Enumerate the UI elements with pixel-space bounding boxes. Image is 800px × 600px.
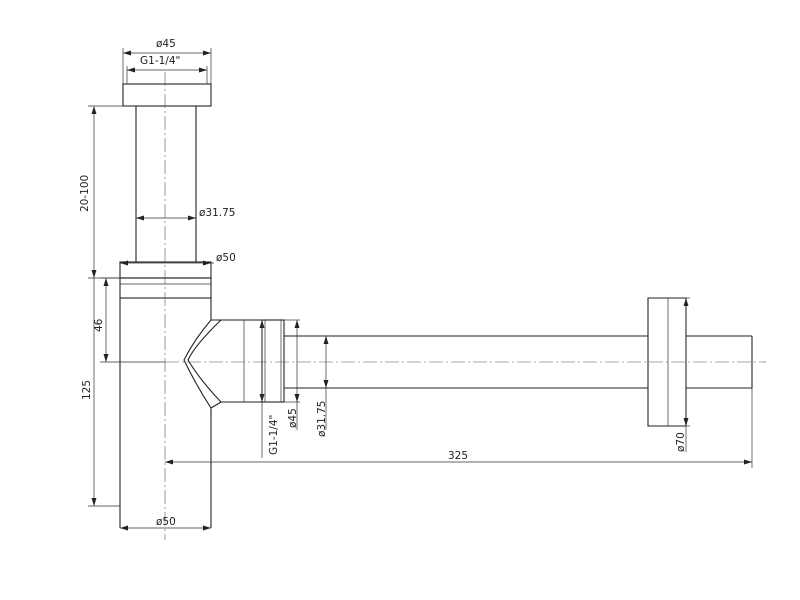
dimension-lines <box>88 48 753 531</box>
outlet-nut <box>261 319 285 403</box>
outlet-thread-label: G1-1/4" <box>268 415 280 455</box>
tube-diameter-label: ø31.75 <box>199 207 235 219</box>
bottle-trap-body <box>119 298 212 528</box>
vertical-tail-tube <box>135 106 197 262</box>
outlet-tube-diameter-label: ø31.75 <box>316 401 328 437</box>
dimension-labels: ø45 G1-1/4" 20-100 ø31.75 ø50 46 125 ø50… <box>79 38 687 528</box>
upper-height-label: 46 <box>93 318 105 332</box>
lower-height-label: 125 <box>81 380 93 400</box>
horizontal-outlet-tube <box>284 335 648 389</box>
body-bottom-diameter-label: ø50 <box>156 516 176 528</box>
top-cap <box>122 83 212 107</box>
outlet-elbow <box>183 319 262 409</box>
flange-diameter-label: ø70 <box>675 432 687 452</box>
adjustable-height-label: 20-100 <box>79 175 91 212</box>
center-lines <box>164 72 766 540</box>
outlet-diameter-label: ø45 <box>287 408 299 428</box>
body-top-nut <box>119 261 212 299</box>
body-top-diameter-label: ø50 <box>216 252 236 264</box>
top-thread-label: G1-1/4" <box>140 55 180 67</box>
top-cap-diameter-label: ø45 <box>156 38 176 50</box>
outlet-length-label: 325 <box>448 450 468 462</box>
